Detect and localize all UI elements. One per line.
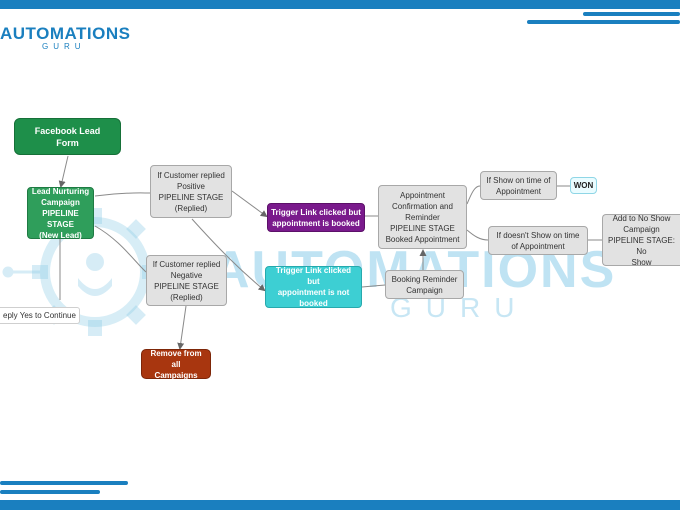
show-on-time-node: If Show on time of Appointment	[480, 171, 557, 200]
brand-name: AUTOMATIONS	[0, 24, 131, 43]
bottom-border-bar	[0, 500, 680, 510]
appointment-confirmation-label: Appointment Confirmation and Reminder PI…	[385, 190, 460, 244]
negative-reply-node: If Customer replied Negative PIPELINE ST…	[146, 255, 227, 306]
positive-reply-label: If Customer replied Positive PIPELINE ST…	[157, 170, 225, 213]
facebook-lead-form-node: Facebook Lead Form	[14, 118, 121, 155]
add-no-show-node: Add to No Show Campaign PIPELINE STAGE: …	[602, 213, 680, 267]
lead-nurturing-node: Lead Nurturing Campaign PIPELINE STAGE (…	[27, 186, 94, 240]
reply-yes-label: eply Yes to Continue	[3, 311, 76, 320]
won-node: WON	[570, 177, 597, 194]
remove-campaigns-node: Remove from all Campaigns	[141, 348, 211, 380]
remove-campaigns-label: Remove from all Campaigns	[150, 348, 202, 380]
top-right-accent-bar	[583, 12, 680, 16]
trigger-booked-node: Trigger Link clicked but appointment is …	[267, 203, 365, 232]
reply-yes-node: eply Yes to Continue	[0, 307, 80, 324]
appointment-confirmation-node: Appointment Confirmation and Reminder PI…	[378, 185, 467, 249]
positive-reply-node: If Customer replied Positive PIPELINE ST…	[150, 165, 232, 218]
no-show-node: If doesn't Show on time of Appointment	[488, 226, 588, 255]
no-show-label: If doesn't Show on time of Appointment	[496, 230, 580, 251]
lead-nurturing-label: Lead Nurturing Campaign PIPELINE STAGE (…	[31, 186, 90, 240]
negative-reply-label: If Customer replied Negative PIPELINE ST…	[152, 259, 221, 302]
facebook-lead-form-label: Facebook Lead Form	[34, 125, 101, 148]
brand-sub: GURU	[42, 42, 86, 51]
booking-reminder-label: Booking Reminder Campaign	[391, 274, 458, 295]
top-border-bar	[0, 0, 680, 9]
booking-reminder-node: Booking Reminder Campaign	[385, 270, 464, 299]
won-label: WON	[573, 181, 594, 190]
top-right-accent-bar-2	[527, 20, 680, 24]
bottom-left-accent-bar-2	[0, 490, 100, 494]
bottom-left-accent-bar	[0, 481, 128, 485]
show-on-time-label: If Show on time of Appointment	[486, 175, 551, 196]
trigger-not-booked-node: Trigger Link clicked but appointment is …	[265, 266, 362, 308]
add-no-show-label: Add to No Show Campaign PIPELINE STAGE: …	[608, 213, 675, 267]
brand-logo: AUTOMATIONS GURU	[0, 24, 130, 52]
trigger-not-booked-label: Trigger Link clicked but appointment is …	[275, 266, 352, 308]
trigger-booked-label: Trigger Link clicked but appointment is …	[271, 207, 361, 228]
